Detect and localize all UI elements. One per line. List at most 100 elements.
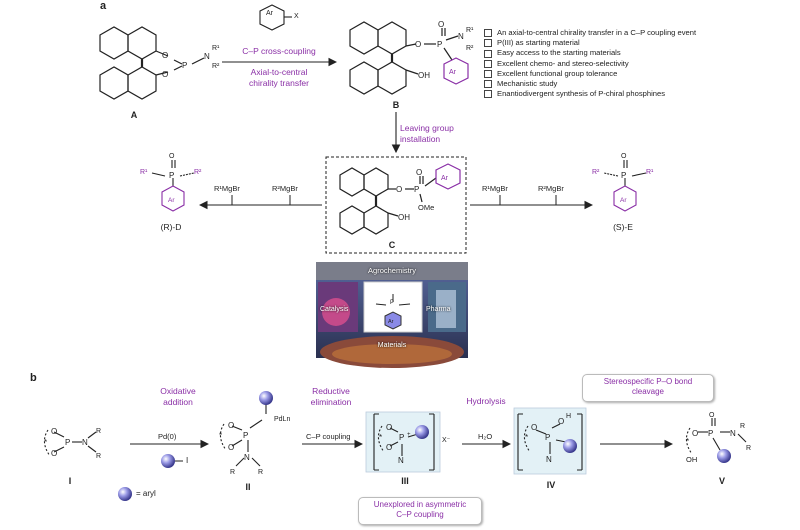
svg-text:X⁻: X⁻: [442, 437, 451, 444]
svg-text:P: P: [65, 438, 70, 447]
svg-text:O: O: [438, 20, 444, 29]
cp-cross-coupling-label: C–P cross-coupling: [242, 46, 316, 56]
svg-text:O: O: [228, 421, 234, 430]
svg-text:O: O: [228, 443, 234, 452]
leaving-group-label: Leaving group installation: [400, 123, 454, 144]
svg-text:O: O: [416, 168, 422, 177]
svg-text:P: P: [414, 185, 419, 194]
feature-item: Excellent functional group tolerance: [484, 69, 696, 79]
checkbox-icon: [484, 39, 492, 48]
svg-text:R: R: [230, 469, 235, 476]
svg-text:P: P: [621, 171, 626, 180]
svg-text:R¹: R¹: [466, 27, 474, 34]
svg-text:N: N: [244, 453, 250, 462]
svg-text:R¹: R¹: [212, 45, 220, 52]
svg-text:R: R: [96, 428, 101, 435]
panel-a-label: a: [100, 0, 107, 12]
feature-item: Mechanistic study: [484, 79, 696, 89]
grignard-r2-right: R²MgBr: [538, 184, 564, 193]
aryl-reagent-ring: [259, 4, 292, 31]
svg-text:O: O: [162, 70, 168, 79]
svg-text:O: O: [386, 423, 392, 432]
svg-text:P: P: [182, 61, 187, 70]
svg-text:O: O: [386, 443, 392, 452]
compound-A-structure: [99, 26, 205, 100]
stereospecific-cleavage-box: Stereospecific P–O bond cleavage: [582, 374, 714, 402]
checkbox-icon: [484, 49, 492, 58]
svg-text:OMe: OMe: [418, 203, 434, 212]
compound-I-label: I: [68, 476, 72, 486]
svg-text:*: *: [686, 437, 689, 446]
svg-text:Ar: Ar: [620, 197, 627, 204]
svg-text:N: N: [730, 429, 736, 438]
svg-text:R²: R²: [592, 169, 600, 176]
compound-B-structure: [349, 21, 469, 95]
svg-text:*: *: [379, 433, 382, 442]
compound-IV-structure: [517, 413, 583, 471]
compound-D-structure: [151, 160, 195, 212]
checkbox-icon: [484, 90, 492, 99]
svg-text:*: *: [525, 433, 528, 442]
checkbox-icon: [484, 69, 492, 78]
svg-text:O: O: [415, 40, 421, 49]
compound-III-structure: [373, 413, 435, 471]
oxidative-addition-label: Oxidative addition: [160, 386, 196, 407]
svg-text:R²: R²: [194, 169, 202, 176]
svg-text:O: O: [692, 429, 698, 438]
feature-item: P(III) as starting material: [484, 38, 696, 48]
svg-text:O: O: [709, 412, 715, 419]
feature-list: An axial-to-central chirality transfer i…: [484, 28, 696, 99]
compound-C-box: [325, 156, 467, 254]
compound-I-structure: [43, 429, 97, 457]
compound-E-structure: [603, 160, 647, 212]
svg-text:R¹: R¹: [646, 169, 654, 176]
svg-text:O: O: [531, 423, 537, 432]
svg-text:O: O: [162, 51, 168, 60]
svg-text:*: *: [44, 438, 47, 447]
caption-pharma: Pharma: [426, 306, 451, 313]
svg-text:N: N: [546, 455, 552, 464]
compound-D-label: (R)-D: [160, 222, 182, 232]
svg-text:R: R: [740, 423, 745, 430]
svg-text:OH: OH: [418, 71, 430, 80]
svg-text:O: O: [558, 417, 564, 426]
reagent-x-label: X: [294, 13, 299, 20]
grignard-r2-left: R²MgBr: [272, 184, 298, 193]
feature-item: Enantiodivergent synthesis of P-chiral p…: [484, 89, 696, 99]
h2o-label: H₂O: [478, 432, 493, 441]
svg-text:R²: R²: [212, 63, 220, 70]
caption-materials: Materials: [377, 342, 407, 349]
caption-catalysis: Catalysis: [320, 306, 349, 313]
svg-text:H: H: [566, 413, 571, 420]
iodide-label: I: [186, 456, 189, 465]
svg-text:O: O: [169, 153, 175, 160]
svg-text:P: P: [399, 433, 404, 442]
svg-text:R: R: [96, 453, 101, 460]
svg-text:N: N: [398, 456, 404, 465]
svg-text:R: R: [258, 469, 263, 476]
grignard-r1-right: R¹MgBr: [482, 184, 508, 193]
svg-text:OH: OH: [398, 213, 410, 222]
cp-coupling-label: C–P coupling: [306, 432, 351, 441]
compound-IV-label: IV: [546, 480, 556, 490]
svg-text:Ar: Ar: [388, 319, 394, 325]
svg-text:+: +: [407, 432, 411, 438]
svg-text:N: N: [82, 438, 88, 447]
checkbox-icon: [484, 80, 492, 89]
checkbox-icon: [484, 59, 492, 68]
reductive-elimination-label: Reductive elimination: [310, 386, 352, 407]
svg-text:R¹: R¹: [140, 169, 148, 176]
panel-b-label: b: [30, 372, 37, 384]
svg-text:P: P: [390, 300, 394, 306]
checkbox-icon: [484, 29, 492, 38]
compound-C-label: C: [388, 240, 396, 250]
svg-text:R²: R²: [466, 45, 474, 52]
applications-photo: [316, 262, 468, 368]
grignard-r1-left: R¹MgBr: [214, 184, 240, 193]
svg-text:P: P: [169, 171, 174, 180]
svg-text:O: O: [51, 449, 57, 458]
svg-text:O: O: [396, 185, 402, 194]
compound-II-label: II: [245, 482, 251, 492]
pdln-label: PdLn: [274, 416, 291, 423]
compound-V-structure: [685, 418, 747, 455]
